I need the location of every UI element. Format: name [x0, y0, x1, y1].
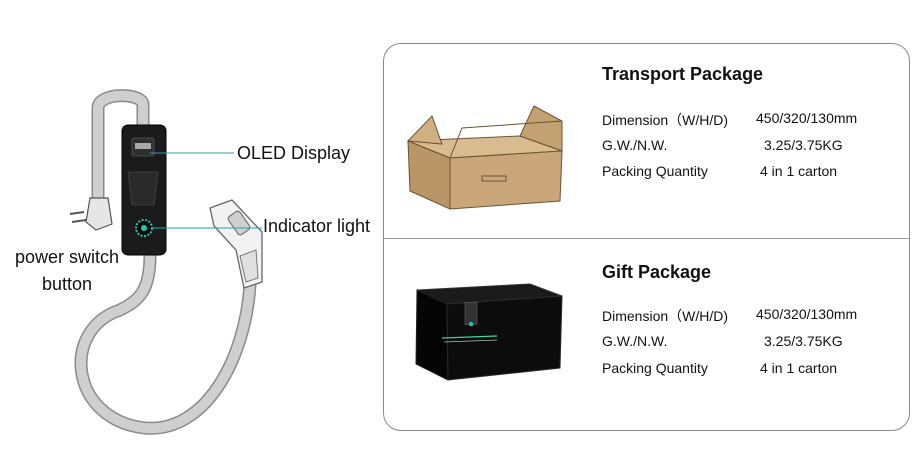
- indicator-light-label: Indicator light: [263, 216, 371, 236]
- panel-divider: [384, 238, 909, 239]
- charging-cable: [74, 89, 257, 435]
- spec-label: Dimension（W/H/D): [602, 112, 729, 128]
- spec-value: 4 in 1 carton: [760, 163, 838, 179]
- wall-plug: [69, 197, 113, 231]
- power-switch-label: power switch button: [14, 247, 120, 294]
- spec-label: G.W./N.W.: [602, 137, 668, 153]
- oled-display-label: OLED Display: [237, 143, 351, 163]
- gift-package-title: Gift Package: [602, 262, 712, 282]
- packaging-panel: Transport Package Dimension（W/H/D) 450/3…: [383, 43, 910, 431]
- spec-value: 450/320/130mm: [756, 306, 858, 322]
- spec-value: 450/320/130mm: [756, 110, 858, 126]
- spec-value: 4 in 1 carton: [760, 360, 838, 376]
- spec-value: 3.25/3.75KG: [764, 137, 843, 153]
- spec-label: Packing Quantity: [602, 163, 708, 179]
- transport-package-title: Transport Package: [602, 64, 764, 84]
- control-box: [121, 124, 167, 256]
- gift-box-image: [415, 283, 563, 381]
- spec-value: 3.25/3.75KG: [764, 333, 843, 349]
- transport-carton-image: [406, 105, 563, 210]
- charger-illustration: [69, 89, 263, 435]
- spec-label: Packing Quantity: [602, 360, 708, 376]
- spec-label: G.W./N.W.: [602, 333, 668, 349]
- spec-label: Dimension（W/H/D): [602, 308, 729, 324]
- ev-connector: [209, 199, 263, 289]
